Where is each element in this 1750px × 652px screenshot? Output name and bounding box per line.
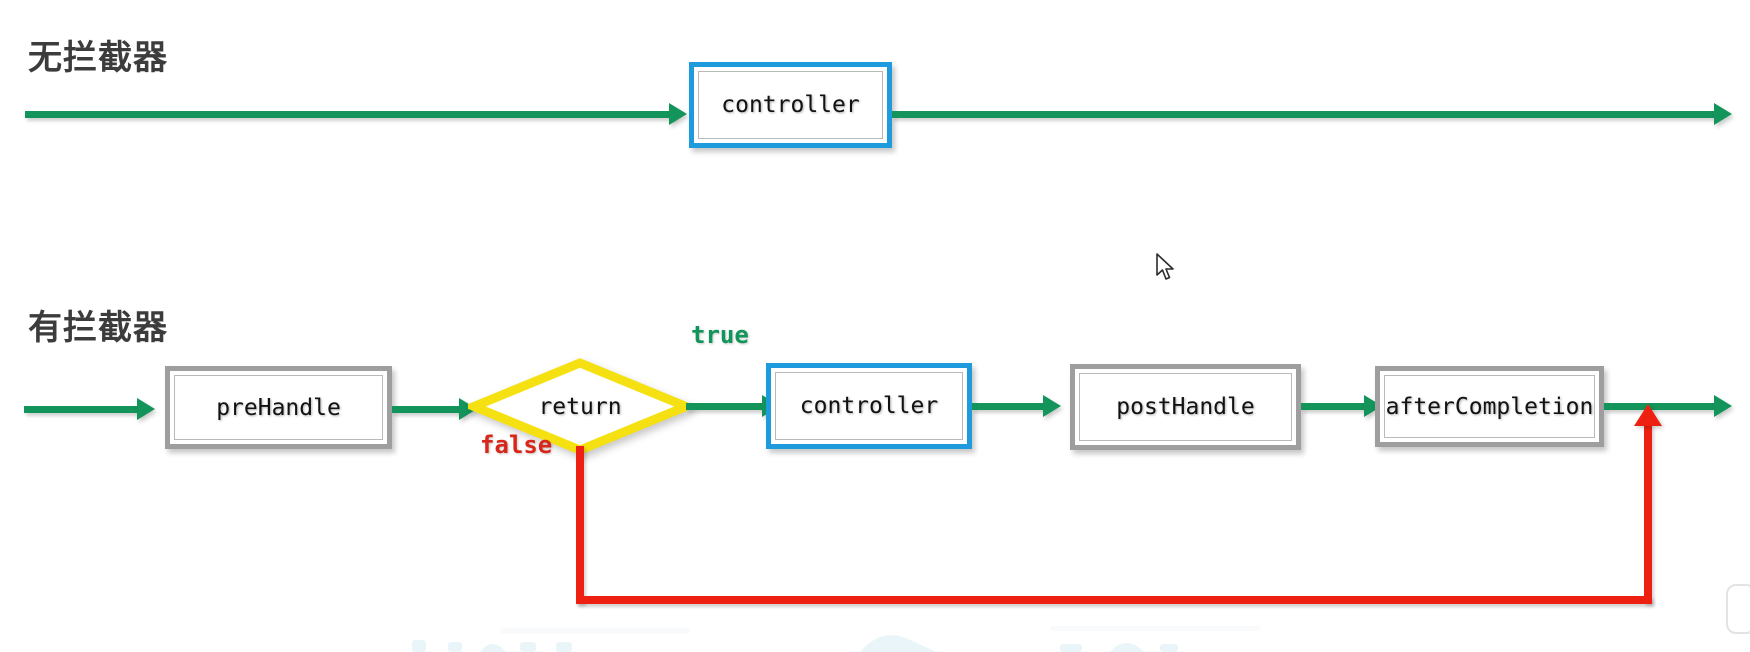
arrowhead-into-prehandle (137, 398, 155, 420)
arrowhead-into-posthandle (1043, 395, 1061, 417)
node-label-posthandle: postHandle (1116, 394, 1255, 420)
node-label-prehandle: preHandle (216, 394, 341, 421)
node-controller-bottom[interactable]: controller (766, 363, 972, 449)
flow-line-posthandle-to-aftercompletion (1301, 403, 1369, 410)
node-label-aftercompletion: afterCompletion (1385, 393, 1594, 420)
node-controller-top[interactable]: controller (689, 62, 892, 148)
watermark-decoration (412, 626, 1260, 652)
flow-line-entry (24, 406, 142, 413)
false-path-horizontal (576, 596, 1652, 604)
node-label-controller-top: controller (721, 92, 860, 118)
false-path-vertical-left (576, 446, 584, 604)
section-title-no-interceptor: 无拦截器 (28, 39, 168, 77)
node-posthandle[interactable]: postHandle (1070, 364, 1301, 450)
arrowhead-exit (1714, 395, 1732, 417)
flow-line-prehandle-to-return (392, 406, 464, 413)
flow-line-top-left (25, 111, 675, 118)
edge-label-false: false (480, 431, 553, 459)
edge-label-true: true (691, 321, 749, 349)
flow-line-true-branch (686, 403, 766, 410)
node-prehandle[interactable]: preHandle (165, 366, 392, 449)
flow-line-controller-to-posthandle (972, 403, 1048, 410)
node-aftercompletion[interactable]: afterCompletion (1375, 366, 1604, 447)
node-label-controller-bottom: controller (799, 393, 939, 419)
page-edge-decoration (1726, 584, 1750, 634)
mouse-cursor-icon (1156, 253, 1174, 280)
arrowhead-false-path-up (1634, 404, 1662, 426)
node-inner-border (775, 372, 963, 440)
arrowhead-top-exit (1714, 103, 1732, 125)
node-inner-border (174, 375, 383, 440)
node-inner-border (1079, 373, 1292, 441)
false-path-vertical-right (1644, 424, 1652, 604)
arrowhead-top-into-controller (669, 103, 687, 125)
section-title-with-interceptor: 有拦截器 (28, 309, 168, 347)
node-inner-border (698, 71, 883, 139)
flow-line-top-right (892, 111, 1717, 118)
node-inner-border (1384, 375, 1595, 438)
